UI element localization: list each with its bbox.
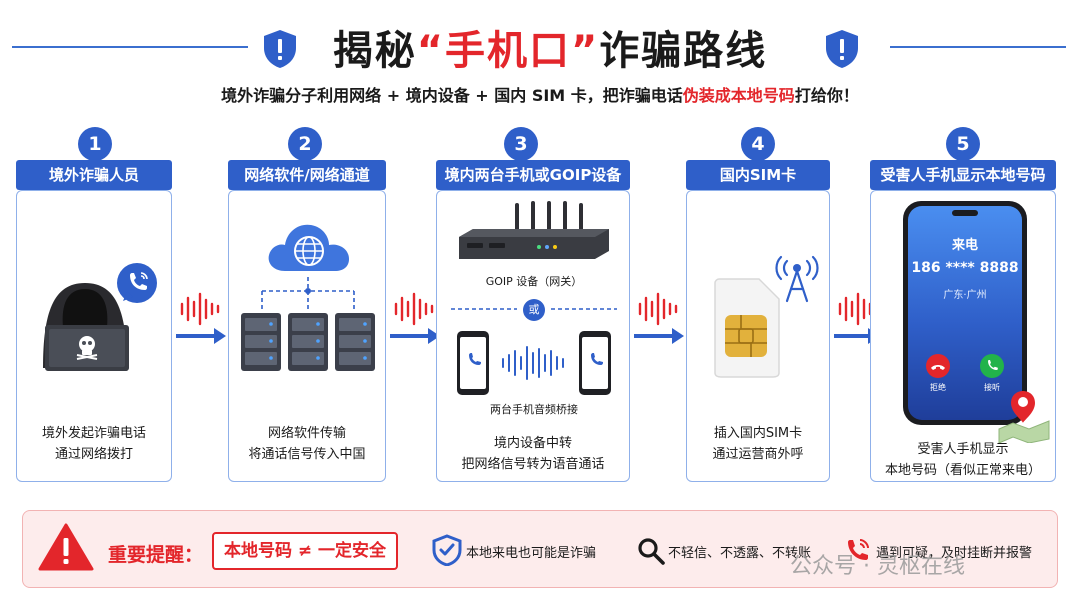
goip-caption: GOIP 设备（网关） — [485, 275, 583, 288]
phone-hangup-icon — [931, 365, 945, 370]
step-desc-line: 通过网络拨打 — [54, 447, 133, 462]
step-number-2: 2 — [288, 127, 322, 161]
hacker-icon — [43, 283, 129, 371]
phones-caption: 两台手机音频桥接 — [490, 403, 578, 416]
step-desc-line: 本地号码（看似正常来电） — [884, 463, 1041, 478]
step-card-1: 境外发起诈骗电话 通过网络拨打 — [16, 190, 172, 482]
subtitle-prefix: 境外诈骗分子利用网络 + 境内设备 + 国内 SIM 卡，把诈骗电话 — [221, 86, 683, 105]
two-phones-bridge — [457, 331, 611, 395]
step-desc-line: 插入国内SIM卡 — [713, 426, 803, 441]
sound-wave-icon — [180, 292, 220, 326]
phone-alert-icon — [848, 539, 869, 560]
map-pin-icon — [998, 391, 1050, 443]
title-highlight: “手机口” — [416, 28, 600, 74]
title-suffix: 诈骗路线 — [599, 28, 768, 74]
signal-arrow — [634, 292, 684, 344]
or-divider — [451, 308, 617, 310]
tip-bar — [22, 510, 1058, 588]
title-prefix: 揭秘 — [332, 28, 417, 74]
cloud-globe-icon — [268, 224, 349, 271]
or-badge: 或 — [523, 299, 545, 321]
step-desc-line: 将通话信号传入中国 — [248, 447, 366, 462]
goip-router-icon — [459, 201, 609, 259]
step-card-3: GOIP 设备（网关） 或 两台手机音频桥接 境内设备中转 把网络信号转为语音通… — [436, 190, 630, 482]
step-label-4: 国内SIM卡 — [686, 160, 830, 190]
step-desc-4: 插入国内SIM卡 通过运营商外呼 — [687, 423, 829, 465]
smartphone-icon — [579, 331, 611, 395]
step-card-2: 网络软件传输 将通话信号传入中国 — [228, 190, 386, 482]
search-icon — [638, 538, 665, 565]
step-label-1: 境外诈骗人员 — [16, 160, 172, 190]
step-desc-5: 受害人手机显示 本地号码（看似正常来电） — [871, 439, 1055, 481]
step-label-3: 境内两台手机或GOIP设备 — [436, 160, 630, 190]
step-label-5: 受害人手机显示本地号码 — [870, 160, 1056, 190]
title-row: 揭秘“手机口”诈骗路线 — [0, 14, 1080, 76]
step-card-4: 插入国内SIM卡 通过运营商外呼 — [686, 190, 830, 482]
step-desc-3: 境内设备中转 把网络信号转为语音通话 — [437, 433, 629, 475]
step-desc-line: 受害人手机显示 — [917, 442, 1009, 457]
phone-accept-icon — [988, 360, 998, 370]
step-desc-1: 境外发起诈骗电话 通过网络拨打 — [17, 423, 171, 465]
phone-call-icon — [117, 263, 157, 303]
server-icon — [241, 313, 375, 371]
call-location: 广东·广州 — [943, 290, 987, 301]
reject-label: 拒绝 — [930, 383, 946, 392]
title-line-right — [890, 46, 1066, 48]
tip-item-2: 不轻信、不透露、不转账 — [668, 546, 812, 561]
network-links — [261, 277, 355, 309]
step-desc-line: 把网络信号转为语音通话 — [461, 457, 605, 472]
step-number-1: 1 — [78, 127, 112, 161]
phone-screen: 来电 186 **** 8888 广东·广州 拒绝 接听 — [908, 206, 1022, 420]
sound-wave-icon — [394, 292, 434, 326]
tip-title: 重要提醒： — [108, 544, 204, 566]
step-number-4: 4 — [741, 127, 775, 161]
sound-wave-icon — [638, 292, 678, 326]
sim-card-icon — [714, 278, 780, 378]
signal-arrow — [390, 292, 440, 344]
signal-arrow — [176, 292, 226, 344]
shield-icon — [264, 30, 296, 68]
watermark: 公众号 · 灵枢在线 — [790, 554, 965, 579]
call-title: 来电 — [951, 238, 978, 253]
step-desc-line: 境内设备中转 — [493, 436, 572, 451]
step-desc-line: 网络软件传输 — [267, 426, 346, 441]
signal-tower-icon — [775, 255, 819, 303]
phone-notch — [952, 210, 978, 216]
accept-label: 接听 — [984, 383, 1000, 392]
smartphone-icon — [457, 331, 489, 395]
title-line-left — [12, 46, 248, 48]
step-desc-line: 境外发起诈骗电话 — [41, 426, 146, 441]
call-number: 186 **** 8888 — [911, 260, 1019, 276]
sound-wave-icon — [502, 346, 564, 380]
subtitle: 境外诈骗分子利用网络 + 境内设备 + 国内 SIM 卡，把诈骗电话伪装成本地号… — [0, 82, 1080, 106]
tip-item-1: 本地来电也可能是诈骗 — [466, 546, 597, 561]
subtitle-highlight: 伪装成本地号码 — [682, 86, 795, 105]
tip-highlight-box: 本地号码 ≠ 一定安全 — [212, 532, 398, 570]
shield-icon — [432, 534, 462, 566]
step-number-3: 3 — [504, 127, 538, 161]
step-label-2: 网络软件/网络通道 — [228, 160, 386, 190]
step-desc-2: 网络软件传输 将通话信号传入中国 — [229, 423, 385, 465]
page-title: 揭秘“手机口”诈骗路线 — [300, 18, 800, 76]
step-card-5: 来电 186 **** 8888 广东·广州 拒绝 接听 受害人手机显示 本地号… — [870, 190, 1056, 482]
tip-item-3: 遇到可疑，及时挂断并报警 — [876, 546, 1033, 561]
subtitle-suffix: 打给你！ — [794, 86, 859, 105]
accept-call-button[interactable] — [980, 354, 1004, 378]
smartphone-icon: 来电 186 **** 8888 广东·广州 拒绝 接听 — [903, 201, 1027, 425]
step-desc-line: 通过运营商外呼 — [712, 447, 804, 462]
warning-icon — [38, 523, 94, 571]
reject-call-button[interactable] — [926, 354, 950, 378]
shield-icon — [826, 30, 858, 68]
step-number-5: 5 — [946, 127, 980, 161]
